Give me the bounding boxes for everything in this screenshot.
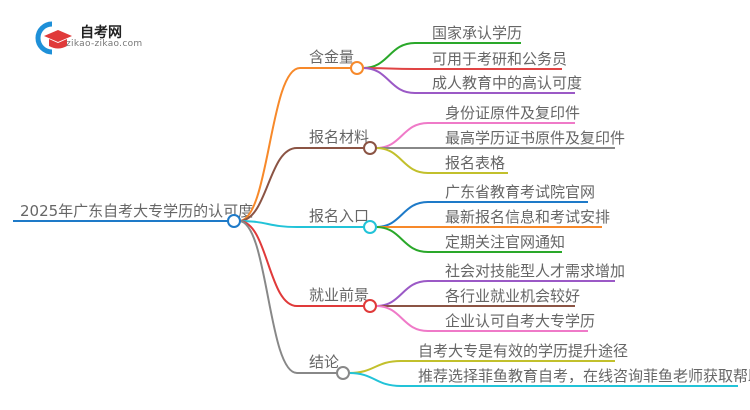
leaf-connector <box>375 122 429 149</box>
leaf-label: 可用于考研和公务员 <box>432 50 567 68</box>
leaf-connector <box>362 42 416 69</box>
branch-label: 结论 <box>309 353 339 371</box>
leaf-connector <box>362 67 416 94</box>
leaf-label: 定期关注官网通知 <box>445 233 565 251</box>
branch-collapse-toggle[interactable] <box>363 220 377 234</box>
branch-collapse-toggle[interactable] <box>350 61 364 75</box>
branch-connector <box>238 147 298 222</box>
branch-connector <box>238 67 301 222</box>
branch-connector <box>238 220 298 307</box>
branch-collapse-toggle[interactable] <box>363 141 377 155</box>
leaf-label: 成人教育中的高认可度 <box>432 74 582 92</box>
leaf-label: 企业认可自考大专学历 <box>445 312 595 330</box>
leaf-connector <box>375 201 429 228</box>
leaf-connector <box>348 360 402 374</box>
branch-collapse-toggle[interactable] <box>336 366 350 380</box>
leaf-label: 社会对技能型人才需求增加 <box>445 262 625 280</box>
leaf-connector <box>375 280 429 307</box>
root-topic-label: 2025年广东自考大专学历的认可度 <box>20 202 253 220</box>
logo-cap-icon <box>35 21 72 55</box>
branch-connector <box>238 220 298 228</box>
branch-connector <box>238 220 298 374</box>
leaf-connector <box>375 226 429 253</box>
branch-label: 报名材料 <box>309 128 369 146</box>
leaf-label: 报名表格 <box>445 154 505 172</box>
leaf-connector <box>375 305 429 332</box>
leaf-connector <box>375 147 429 174</box>
leaf-label: 自考大专是有效的学历提升途径 <box>418 342 628 360</box>
leaf-label: 各行业就业机会较好 <box>445 287 580 305</box>
branch-label: 报名入口 <box>309 207 369 225</box>
leaf-label: 最高学历证书原件及复印件 <box>445 129 625 147</box>
leaf-label: 广东省教育考试院官网 <box>445 183 595 201</box>
leaf-label: 身份证原件及复印件 <box>445 104 580 122</box>
logo-title: 自考网 <box>80 25 122 41</box>
branch-label: 就业前景 <box>309 286 369 304</box>
leaf-label: 最新报名信息和考试安排 <box>445 208 610 226</box>
logo-url: zikao-zikao.com <box>66 39 143 49</box>
branch-collapse-toggle[interactable] <box>363 299 377 313</box>
leaf-label: 推荐选择菲鱼教育自考，在线咨询菲鱼老师获取帮助 <box>418 367 750 385</box>
root-collapse-toggle[interactable] <box>227 214 241 228</box>
leaf-label: 国家承认学历 <box>432 24 522 42</box>
branch-label: 含金量 <box>309 48 354 66</box>
leaf-connector <box>348 372 402 387</box>
